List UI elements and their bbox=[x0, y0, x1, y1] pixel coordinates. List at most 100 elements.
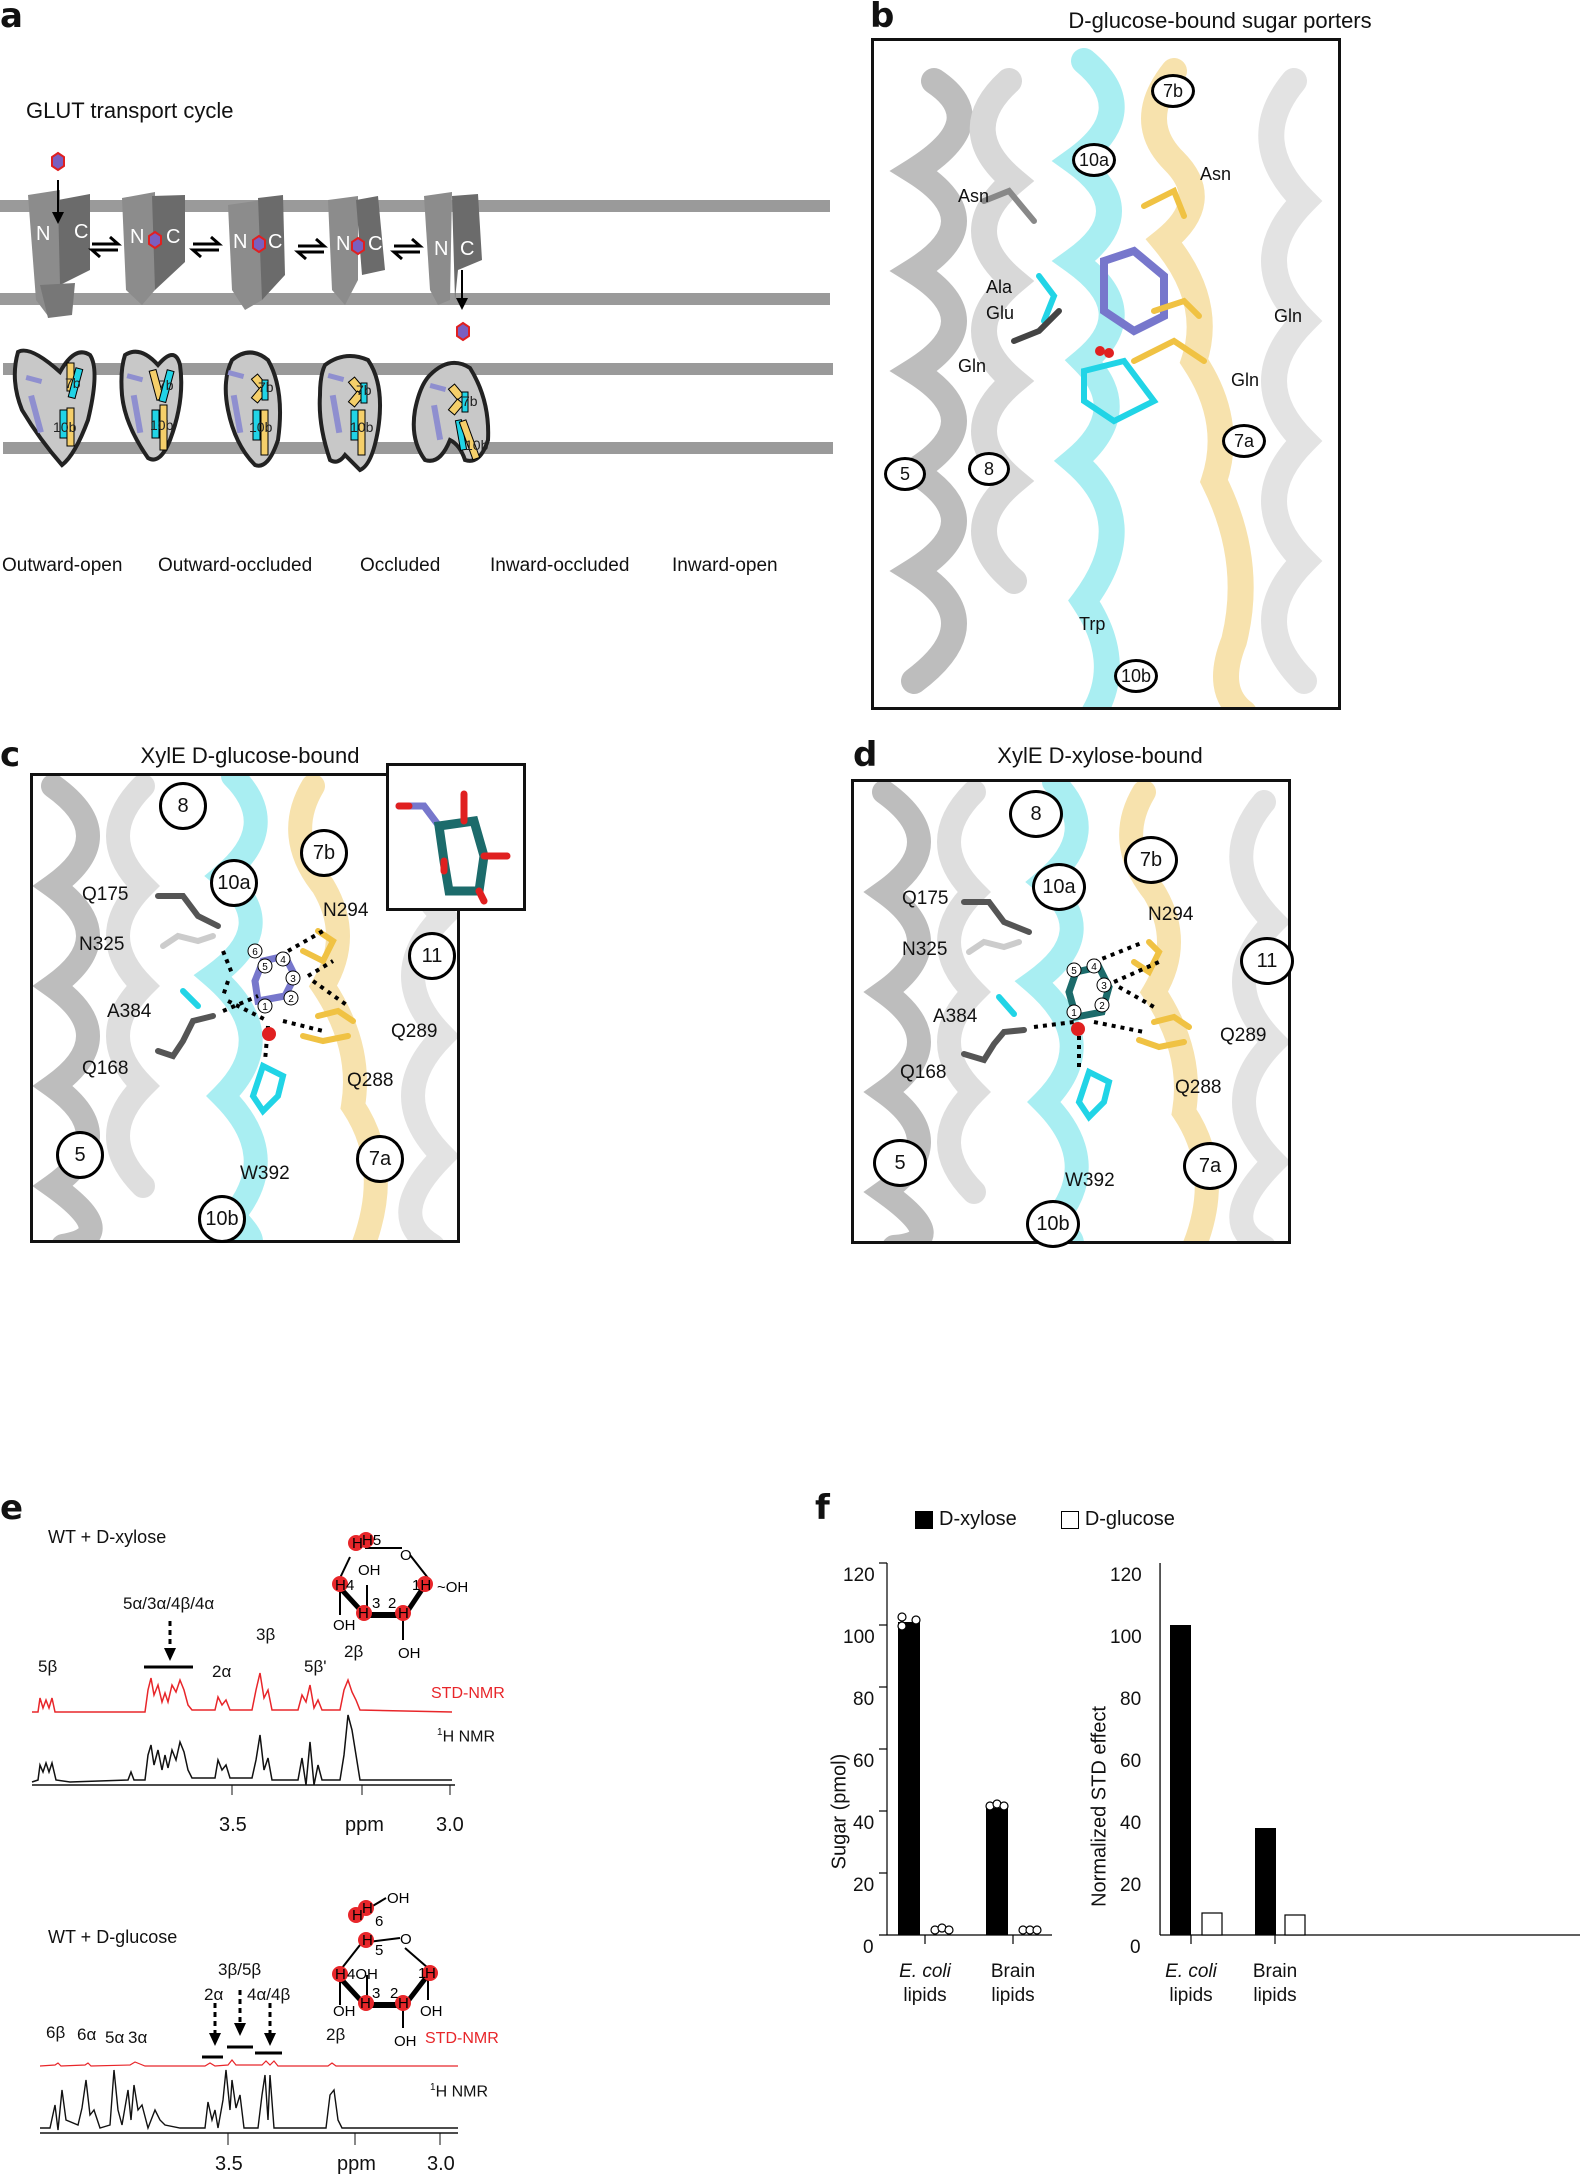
ytick-right-60: 60 bbox=[1120, 1751, 1142, 1772]
state-label-inward-occluded: Inward-occluded bbox=[490, 555, 630, 576]
helix-label-10b: 10b bbox=[1114, 659, 1158, 693]
svg-text:H: H bbox=[358, 1605, 369, 1622]
svg-text:H: H bbox=[425, 1965, 436, 1982]
svg-text:1H: 1H bbox=[412, 1577, 431, 1594]
helix-label-5: 5 bbox=[884, 457, 926, 491]
svg-text:OH: OH bbox=[333, 1617, 356, 1634]
state-label-outward-open: Outward-open bbox=[2, 555, 123, 576]
peak-group-label: 5α/3α/4β/4α bbox=[123, 1594, 215, 1613]
ytick-right-20: 20 bbox=[1120, 1875, 1142, 1896]
ring-number-3: 3 bbox=[1101, 981, 1107, 992]
residue-a384: A384 bbox=[107, 1001, 152, 1022]
helix-label-11: 11 bbox=[1240, 937, 1294, 985]
panel-label-a: a bbox=[0, 0, 23, 36]
ring-number-2: 2 bbox=[1099, 1001, 1105, 1012]
helix-label-5: 5 bbox=[873, 1139, 927, 1187]
svg-text:H: H bbox=[335, 1577, 346, 1594]
ring-number-5: 5 bbox=[1071, 966, 1077, 977]
residue-asn-left: Asn bbox=[958, 186, 990, 206]
peak-label-4a-4b: 4α/4β bbox=[247, 1985, 291, 2004]
legend-swatch-xylose bbox=[915, 1510, 933, 1529]
residue-gln-right-lower: Gln bbox=[1231, 370, 1260, 390]
svg-text:4OH: 4OH bbox=[347, 1966, 378, 1983]
helix-label-10a: 10a bbox=[210, 859, 258, 907]
ring-number-4: 4 bbox=[1091, 962, 1097, 973]
panel-b-structure: 7b 10a 7a 5 8 10b Asn Asn Ala Glu Gln Gl… bbox=[871, 38, 1341, 710]
svg-text:C: C bbox=[460, 238, 474, 260]
svg-text:O: O bbox=[400, 1931, 412, 1948]
std-nmr-label: STD-NMR bbox=[425, 2030, 499, 2047]
svg-text:H5: H5 bbox=[362, 1532, 381, 1549]
svg-text:10b: 10b bbox=[350, 419, 374, 435]
residue-gln-right-upper: Gln bbox=[1274, 306, 1303, 326]
peak-label-6a: 6α bbox=[77, 2025, 97, 2044]
residue-n294: N294 bbox=[1148, 904, 1194, 925]
svg-text:OH: OH bbox=[387, 1890, 410, 1907]
residue-n294: N294 bbox=[323, 900, 369, 921]
svg-text:3: 3 bbox=[372, 1595, 380, 1612]
svg-text:N: N bbox=[336, 233, 350, 255]
svg-text:2: 2 bbox=[390, 1985, 398, 2002]
helix-label-7a: 7a bbox=[1183, 1142, 1237, 1190]
svg-text:6: 6 bbox=[375, 1913, 383, 1930]
svg-text:O: O bbox=[400, 1547, 412, 1564]
svg-text:C: C bbox=[368, 233, 382, 255]
residue-q288: Q288 bbox=[347, 1070, 394, 1091]
residue-q168: Q168 bbox=[900, 1062, 947, 1083]
svg-text:H: H bbox=[362, 1900, 373, 1917]
svg-text:H: H bbox=[398, 1605, 409, 1622]
residue-q168: Q168 bbox=[82, 1058, 129, 1079]
peak-label-6b: 6β bbox=[46, 2023, 66, 2042]
svg-text:7b: 7b bbox=[65, 375, 81, 391]
svg-text:~OH: ~OH bbox=[437, 1579, 468, 1596]
svg-text:C: C bbox=[268, 231, 282, 253]
panel-a-title: GLUT transport cycle bbox=[26, 98, 234, 123]
residue-a384: A384 bbox=[933, 1006, 978, 1027]
residue-glu: Glu bbox=[986, 303, 1015, 323]
panel-label-c: c bbox=[0, 735, 21, 775]
residue-q289: Q289 bbox=[391, 1021, 438, 1042]
svg-text:H: H bbox=[398, 1995, 409, 2012]
ring-number-1: 1 bbox=[1071, 1008, 1077, 1019]
axis-tick-3-5: 3.5 bbox=[215, 2153, 243, 2175]
helix-label-8: 8 bbox=[1009, 790, 1063, 838]
axis-tick-3-0: 3.0 bbox=[427, 2153, 455, 2175]
ytick-left-40: 40 bbox=[853, 1813, 875, 1834]
ring-number-3: 3 bbox=[290, 974, 296, 985]
ring-number-2: 2 bbox=[288, 994, 294, 1005]
helix-label-7b: 7b bbox=[1151, 74, 1195, 108]
ring-number-1: 1 bbox=[262, 1002, 268, 1013]
state-label-outward-occluded: Outward-occluded bbox=[158, 555, 313, 576]
panel-label-e: e bbox=[0, 1488, 24, 1528]
helix-label-11: 11 bbox=[408, 932, 456, 980]
bar-chart-sugar-pmol bbox=[879, 1562, 1052, 1944]
helix-label-7a: 7a bbox=[356, 1135, 404, 1183]
peak-label-3b: 3β bbox=[256, 1625, 276, 1644]
svg-text:H: H bbox=[352, 1907, 363, 1924]
svg-text:N: N bbox=[130, 226, 144, 248]
legend-swatch-glucose bbox=[1060, 1510, 1079, 1529]
ytick-left-120: 120 bbox=[843, 1565, 875, 1586]
peak-label-3b-5b: 3β/5β bbox=[218, 1960, 262, 1979]
axis-tick-3-0: 3.0 bbox=[436, 1814, 464, 1836]
svg-text:10b: 10b bbox=[150, 417, 174, 433]
ytick-left-60: 60 bbox=[853, 1751, 875, 1772]
residue-asn-right: Asn bbox=[1200, 164, 1232, 184]
svg-text:C: C bbox=[166, 226, 180, 248]
panel-c-title: XylE D-glucose-bound bbox=[140, 743, 360, 768]
residue-trp: Trp bbox=[1079, 614, 1106, 634]
peak-label-3a: 3α bbox=[128, 2028, 148, 2047]
ytick-left-100: 100 bbox=[843, 1627, 875, 1648]
panel-label-d: d bbox=[853, 735, 878, 775]
helix-label-8: 8 bbox=[968, 452, 1010, 486]
helix-label-7b: 7b bbox=[300, 829, 348, 877]
panel-label-f: f bbox=[815, 1488, 830, 1528]
bar-chart-normalized-std bbox=[1160, 1563, 1580, 1944]
